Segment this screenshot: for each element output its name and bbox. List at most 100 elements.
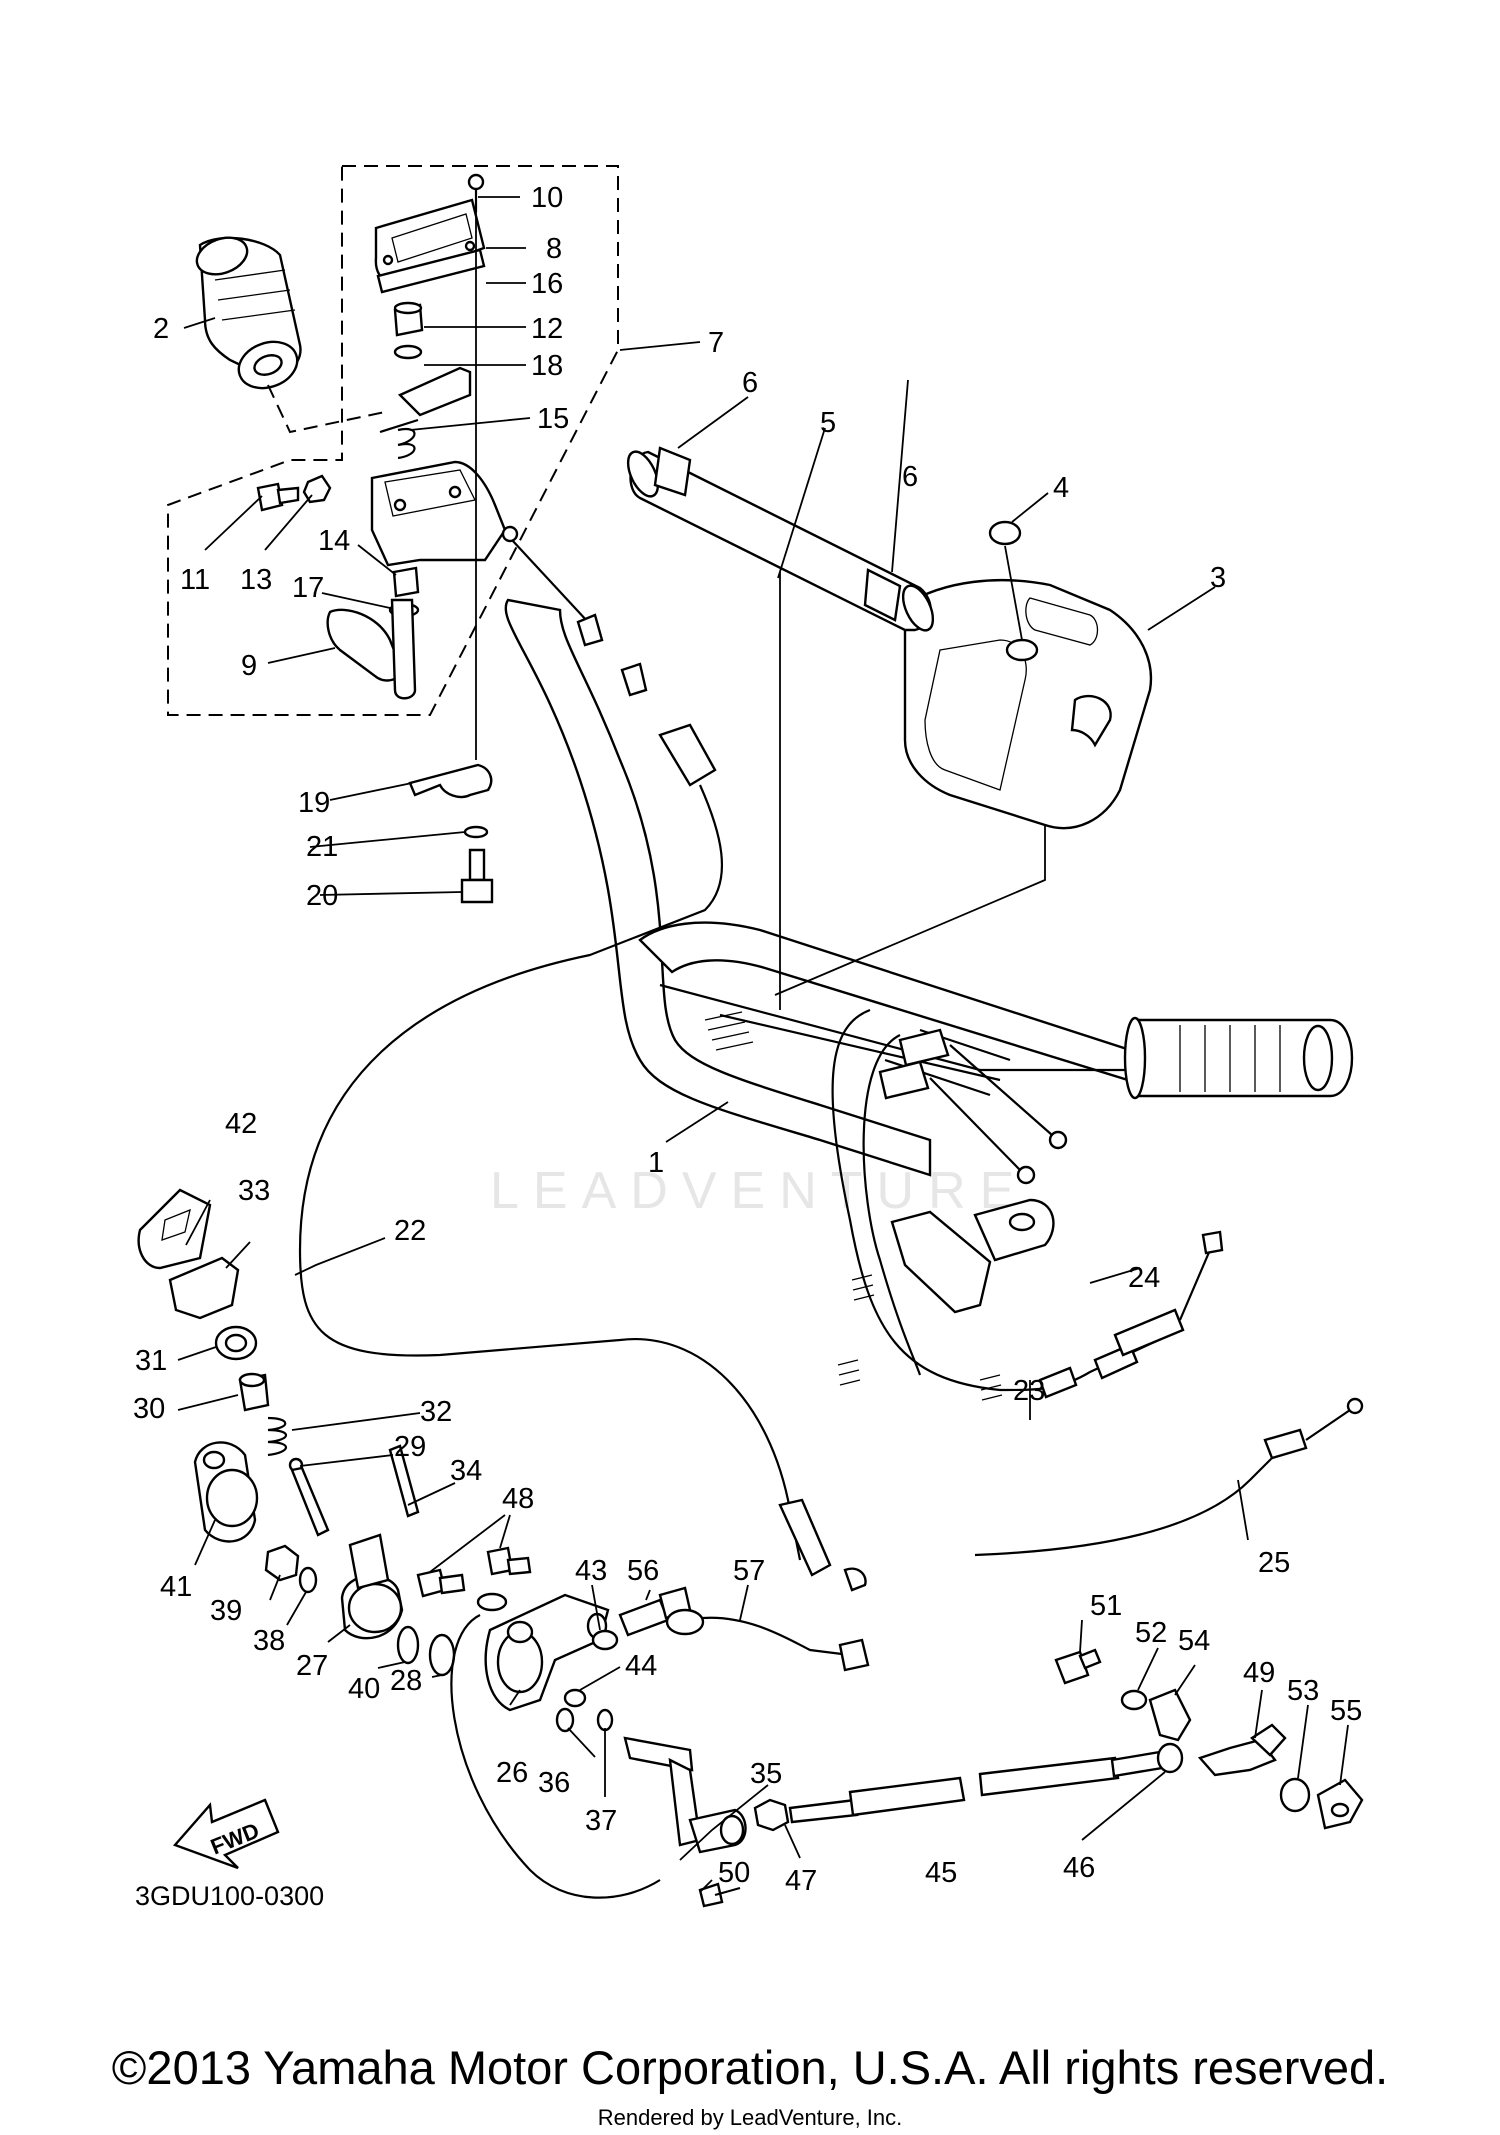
oring-28 — [428, 1633, 456, 1677]
clamp-24 — [890, 1198, 1055, 1314]
plunger-29 — [288, 1457, 330, 1537]
grip-2-connector — [267, 384, 386, 434]
callout-45: 45 — [925, 1857, 957, 1889]
brake-cables — [831, 1008, 1068, 1392]
throttle-cable — [298, 539, 832, 1577]
callout-46: 46 — [1063, 1852, 1095, 1884]
callout-29: 29 — [394, 1431, 426, 1463]
washer-44 — [563, 1688, 587, 1708]
brake-cable-25 — [974, 1397, 1364, 1557]
brake-cable-23 — [999, 1230, 1224, 1399]
gasket-16 — [376, 248, 486, 294]
pin-34 — [388, 1444, 420, 1518]
callout-55: 55 — [1330, 1695, 1362, 1727]
callout-25: 25 — [1258, 1547, 1290, 1579]
callout-27: 27 — [296, 1650, 328, 1682]
screw-50 — [698, 1882, 741, 1908]
washer-52 — [1120, 1689, 1148, 1711]
callout-51: 51 — [1090, 1590, 1122, 1622]
callout-4: 4 — [1053, 472, 1069, 504]
callout-1: 1 — [648, 1147, 664, 1179]
washer-48 — [476, 1592, 508, 1612]
switch-housing-3 — [903, 578, 1153, 830]
washer-38 — [298, 1566, 318, 1594]
callout-32: 32 — [420, 1396, 452, 1428]
lever-bracket-26 — [484, 1593, 610, 1712]
bolt-51 — [1054, 1648, 1102, 1685]
switch-axis — [1004, 545, 1023, 641]
callout-18: 18 — [531, 350, 563, 382]
cap-42 — [137, 1188, 212, 1270]
nut-39 — [264, 1544, 300, 1582]
forward-arrow-icon: FWD — [172, 1798, 280, 1870]
callout-49: 49 — [1243, 1657, 1275, 1689]
callout-40: 40 — [348, 1673, 380, 1705]
nut-13 — [302, 474, 332, 504]
spring-32 — [267, 1416, 288, 1457]
callout-12: 12 — [531, 313, 563, 345]
callout-35: 35 — [750, 1758, 782, 1790]
copyright-notice: ©2013 Yamaha Motor Corporation, U.S.A. A… — [111, 2041, 1389, 2094]
callout-43: 43 — [575, 1555, 607, 1587]
bolt-48b — [486, 1546, 532, 1576]
nut-46 — [1156, 1742, 1184, 1774]
callout-23: 23 — [1013, 1375, 1045, 1407]
callout-10: 10 — [531, 182, 563, 214]
bolt-11 — [256, 482, 300, 512]
oring-40 — [396, 1625, 420, 1665]
callout-54: 54 — [1178, 1625, 1210, 1657]
washer-21 — [463, 825, 489, 839]
callout-38: 38 — [253, 1625, 285, 1657]
callout-57: 57 — [733, 1555, 765, 1587]
callout-53: 53 — [1287, 1675, 1319, 1707]
callout-labels: 1 2 3 4 5 6 6 7 8 9 10 11 12 13 14 15 16… — [133, 182, 1362, 1897]
callout-28: 28 — [390, 1665, 422, 1697]
bracket-plate — [397, 366, 472, 417]
callout-8: 8 — [546, 233, 562, 265]
leader-lines — [177, 196, 1349, 1893]
adjuster-49 — [1197, 1723, 1287, 1777]
cable-coil-marks — [837, 1274, 1003, 1401]
washer-36 — [555, 1707, 575, 1733]
collar-14 — [392, 566, 420, 598]
callout-16: 16 — [531, 268, 563, 300]
callout-2: 2 — [153, 313, 169, 345]
callout-3: 3 — [1210, 562, 1226, 594]
right-grip — [1123, 1016, 1354, 1100]
throttle-lever-9 — [326, 598, 417, 700]
callout-14: 14 — [318, 525, 350, 557]
callout-24: 24 — [1128, 1262, 1160, 1294]
callout-47: 47 — [785, 1865, 817, 1897]
callout-11: 11 — [180, 564, 210, 596]
washer-43 — [591, 1629, 619, 1651]
callout-13: 13 — [240, 564, 272, 596]
housing-27 — [340, 1533, 404, 1640]
callout-52: 52 — [1135, 1617, 1167, 1649]
callout-48: 48 — [502, 1483, 534, 1515]
grip-2 — [195, 236, 302, 390]
callout-50: 50 — [718, 1857, 750, 1889]
callout-31: 31 — [135, 1345, 167, 1377]
holder-41 — [193, 1441, 259, 1543]
rod-45 — [788, 1750, 1164, 1824]
callout-34: 34 — [450, 1455, 482, 1487]
switch-button-4 — [988, 520, 1022, 546]
rendered-by-credit: Rendered by LeadVenture, Inc. — [597, 2105, 903, 2130]
watermark: LEADVENTURE — [490, 1162, 1028, 1220]
callout-15: 15 — [537, 403, 569, 435]
bolt-48a — [416, 1568, 466, 1598]
boot-33 — [168, 1256, 240, 1320]
callout-9: 9 — [241, 650, 257, 682]
lever-loop-cable — [450, 1614, 661, 1899]
nut-47 — [753, 1798, 790, 1832]
callout-56: 56 — [627, 1555, 659, 1587]
callout-39: 39 — [210, 1595, 242, 1627]
bar-pad-5 — [626, 446, 935, 632]
spring-15 — [379, 418, 419, 460]
callout-22: 22 — [394, 1215, 426, 1247]
callout-33: 33 — [238, 1175, 270, 1207]
screw-10 — [467, 173, 485, 212]
bracket-54 — [1148, 1688, 1192, 1742]
callout-42: 42 — [225, 1108, 257, 1140]
